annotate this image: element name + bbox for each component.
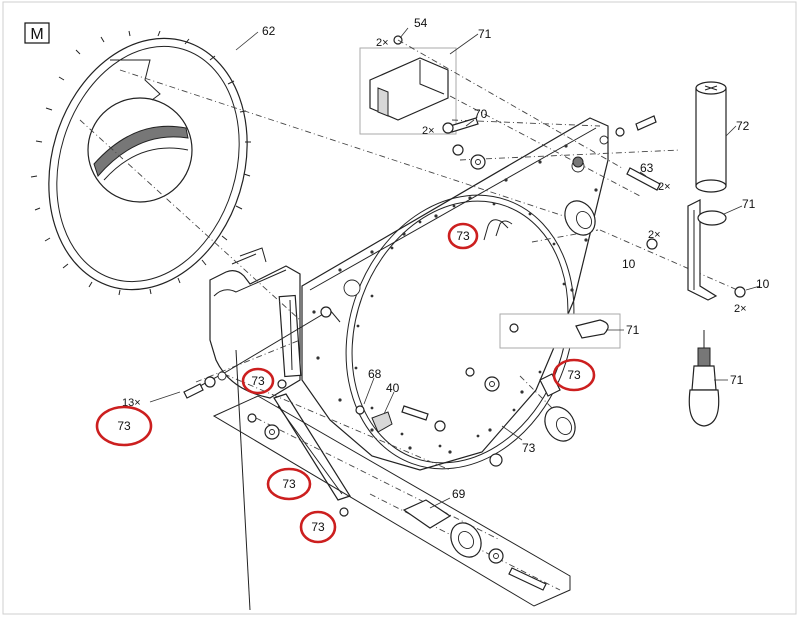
label-69: 69 [452,487,466,501]
lower-tray-outline [212,395,571,607]
callout-73-bottom-text: 73 [311,520,325,534]
door-panel-62 [30,30,251,296]
callout-73-lower-mid: 73 [266,467,312,501]
label-70-qty: 2× [422,125,435,137]
explode-lines [79,39,743,591]
callout-73-upper: 73 [447,222,479,250]
label-73-panel: 73 [522,441,536,455]
part-labels: 62 54 2× 71 70 2× 72 63 2× 71 2× 10 10 2… [122,16,770,501]
callout-73-far-left: 73 [95,405,153,447]
view-letter-box [24,22,50,44]
label-10-left-qty: 2× [648,229,661,241]
view-letter: M [30,26,43,43]
callout-73-upper-text: 73 [456,229,470,243]
label-63: 63 [640,161,654,175]
callout-73-right: 73 [552,358,596,392]
plug-71 [499,313,621,349]
leader-lines [149,27,761,509]
label-62: 62 [262,24,276,38]
bracket-71-top [359,35,457,135]
label-68: 68 [368,367,382,381]
callout-73-bottom: 73 [299,510,337,544]
label-40: 40 [386,381,400,395]
fasteners [183,115,746,591]
label-71-sensor: 71 [730,373,744,387]
label-71-bracket: 71 [742,197,756,211]
label-10-right: 10 [756,277,770,291]
label-72: 72 [736,119,750,133]
label-54-qty: 2× [376,37,389,49]
callout-73-left-text: 73 [251,374,265,388]
sensor-71 [688,330,720,427]
label-71-plug: 71 [626,323,640,337]
callout-73-lower-mid-text: 73 [282,477,296,491]
vertical-reference-line [235,349,251,611]
bracket-71-right [687,199,727,301]
main-frame-panel [301,117,609,471]
callout-73-right-text: 73 [567,368,581,382]
cylinder-72 [695,81,727,193]
label-10-left: 10 [622,257,636,271]
label-71-top: 71 [478,27,492,41]
label-54: 54 [414,16,428,30]
label-70: 70 [474,107,488,121]
lower-strip [273,379,351,501]
callout-73-far-left-text: 73 [117,419,131,433]
label-10-right-qty: 2× [734,303,747,315]
label-63-qty: 2× [658,181,671,193]
callout-73-left: 73 [241,367,275,395]
